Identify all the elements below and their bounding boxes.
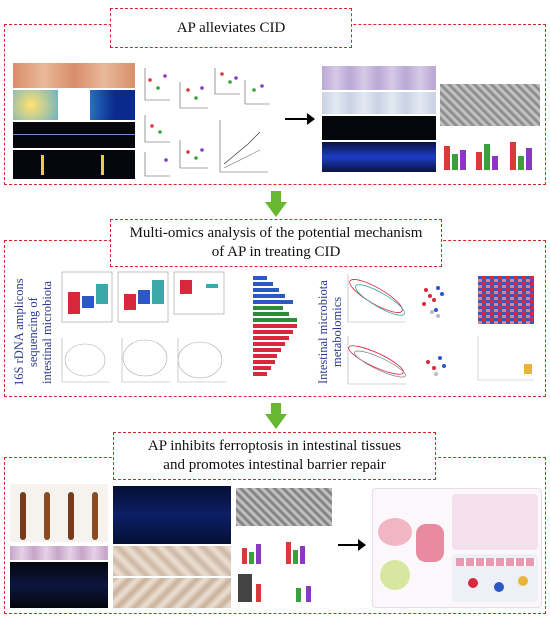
down-arrow-icon (265, 191, 287, 217)
colon-photo-icon (10, 484, 108, 542)
down-arrow-icon (265, 403, 287, 429)
bar-charts-icon (144, 68, 270, 177)
panel3-title-box: AP inhibits ferroptosis in intestinal ti… (113, 432, 436, 480)
em-image-icon (440, 84, 540, 176)
panel2-title-line2: of AP in treating CID (211, 244, 341, 260)
panel2-title-line1: Multi-omics analysis of the potential me… (129, 225, 423, 241)
panel1-title-box: AP alleviates CID (110, 8, 352, 48)
panel3-title-line2: and promotes intestinal barrier repair (163, 457, 386, 473)
if-ihc-grid-icon (113, 486, 231, 608)
panel2-title-box: Multi-omics analysis of the potential me… (110, 219, 442, 267)
side-label-16s: 16S rDNA amplicons sequencing of intesti… (12, 278, 54, 386)
fluorescence-icon (10, 562, 108, 608)
he-stain-icon (10, 546, 108, 560)
panel1-title: AP alleviates CID (176, 19, 286, 36)
histology-icon (322, 66, 436, 172)
boxplot-icon (61, 271, 226, 383)
em-bar-icon (236, 488, 332, 606)
lefse-chart-icon (253, 276, 297, 376)
side-label-metabolomics: Intestinal microbiota metabolomics (316, 280, 344, 384)
right-arrow-icon (338, 539, 366, 551)
metabolomics-plots-icon (347, 274, 534, 385)
panel3-title-line1: AP inhibits ferroptosis in intestinal ti… (147, 438, 402, 454)
microscopy-grid-icon (13, 63, 135, 179)
right-arrow-icon (285, 113, 315, 125)
mechanism-schematic-icon (372, 488, 542, 608)
